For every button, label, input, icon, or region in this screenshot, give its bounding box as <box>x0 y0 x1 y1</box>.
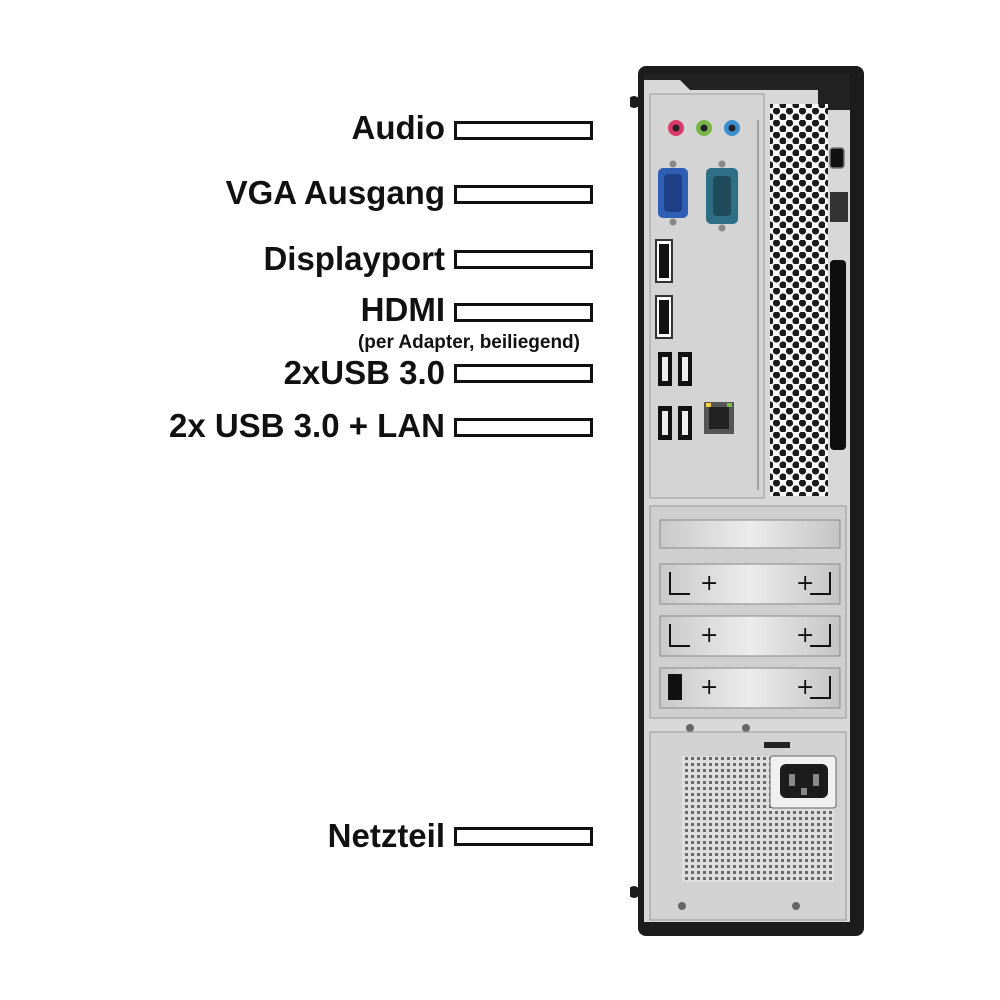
usb-lan-label: 2x USB 3.0 + LAN <box>168 407 445 444</box>
audio-label: Audio <box>351 109 445 146</box>
vga-pointer-bar <box>454 185 593 204</box>
displayport-pointer-bar <box>454 250 593 269</box>
usb-lan-pointer-bar <box>454 418 593 437</box>
vga-label: VGA Ausgang <box>225 174 445 211</box>
vent-grille <box>770 104 828 496</box>
psu-pointer-bar <box>454 827 593 846</box>
psu-label: Netzteil <box>327 817 445 854</box>
usb-pair-label: 2xUSB 3.0 <box>283 354 445 391</box>
hdmi-note: (per Adapter, beiliegend) <box>357 332 580 353</box>
audio-jacks <box>668 120 740 136</box>
slot-cover-2: + + <box>659 563 841 605</box>
svg-text:+: + <box>700 571 718 596</box>
svg-text:+: + <box>700 623 718 648</box>
audio-pointer-bar <box>454 121 593 140</box>
usb-ports-upper <box>658 352 692 386</box>
slot-cover-3: + + <box>659 615 841 657</box>
pc-rear-panel-illustration: + + + + + + <box>630 66 864 936</box>
displayport-label: Displayport <box>263 240 445 277</box>
displayport-port <box>655 239 673 283</box>
slot-cover-4: + + <box>659 667 841 709</box>
displayport-port-2 <box>655 295 673 339</box>
usb-lan-ports <box>658 402 734 440</box>
serial-port <box>706 160 738 232</box>
svg-text:+: + <box>796 623 814 648</box>
svg-text:+: + <box>796 571 814 596</box>
power-socket <box>769 755 837 809</box>
hdmi-pointer-bar <box>454 303 593 322</box>
hdmi-label: HDMI <box>360 291 445 328</box>
usb-pair-pointer-bar <box>454 364 593 383</box>
svg-text:+: + <box>796 675 814 700</box>
slot-cover-1 <box>659 519 841 549</box>
vga-port <box>658 160 688 226</box>
svg-text:+: + <box>700 675 718 700</box>
